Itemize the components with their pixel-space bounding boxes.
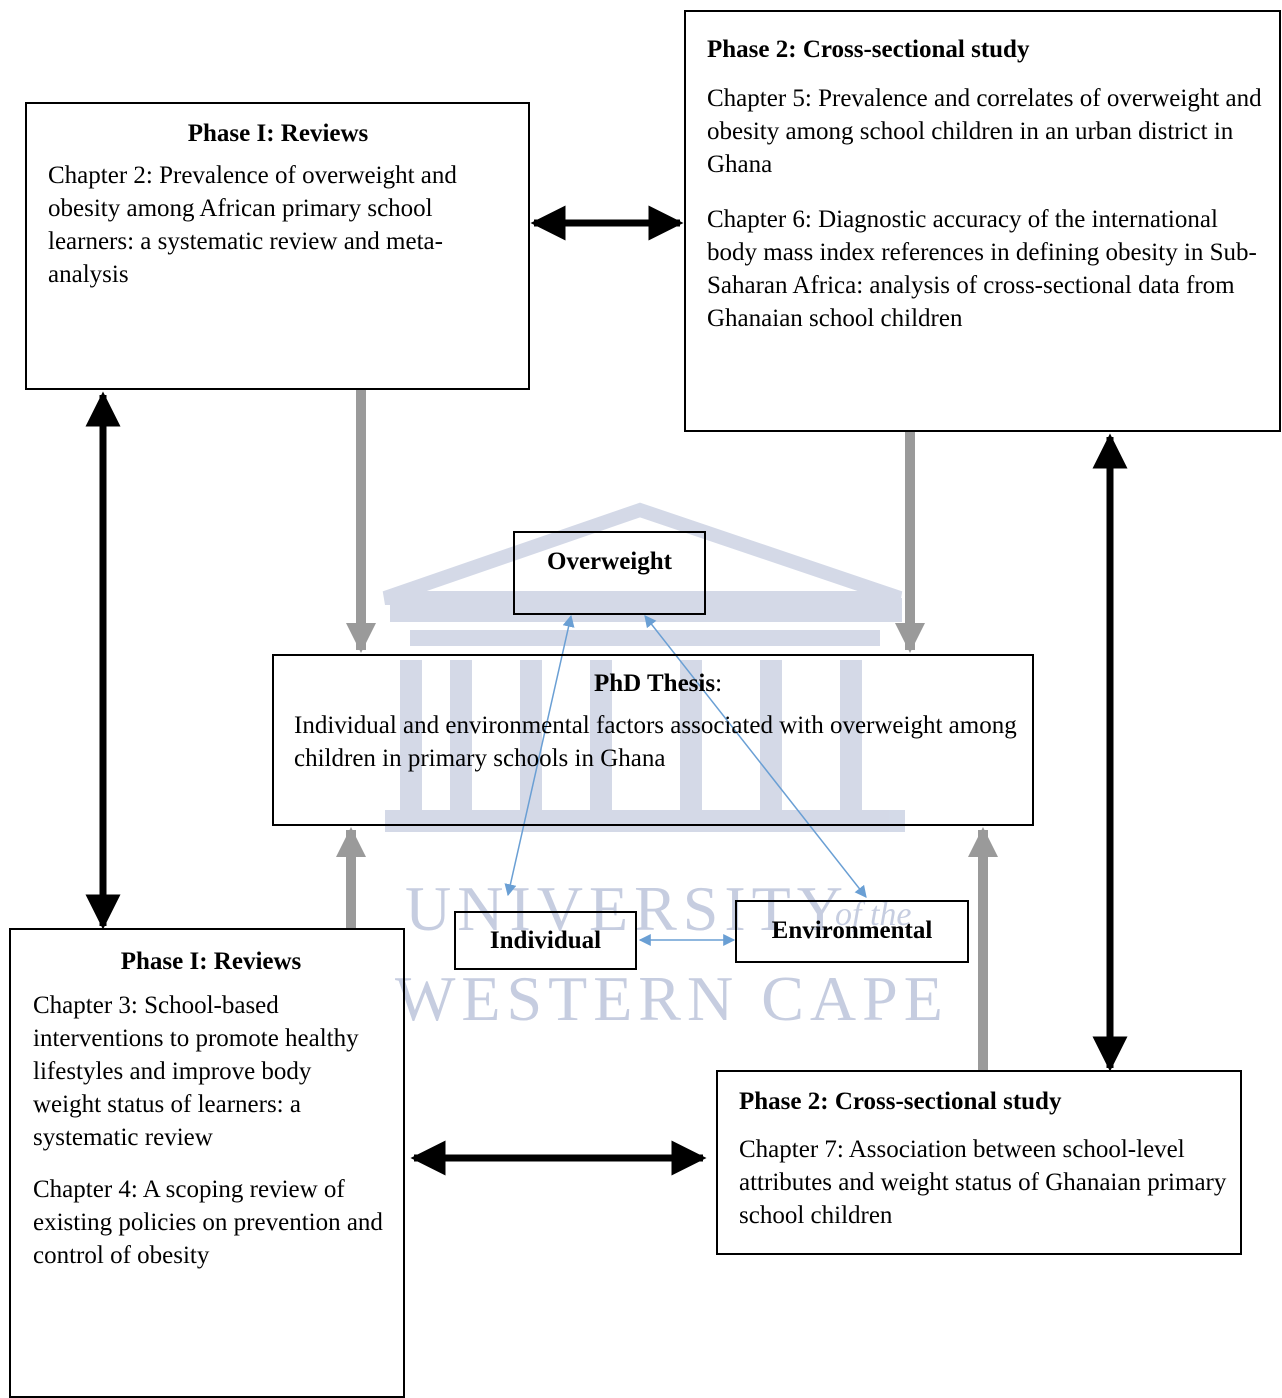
phase1-bottom-title: Phase I: Reviews (120, 948, 302, 975)
thesis-description: Individual and environmental factors ass… (294, 712, 1017, 773)
thesis-title-colon: : (715, 670, 723, 697)
overweight-box: Overweight (513, 531, 706, 615)
watermark-of-the: of the (835, 896, 911, 933)
phase2-bottom-title: Phase 2: Cross-sectional study (739, 1088, 1062, 1115)
watermark-western-cape: WESTERN CAPE (395, 963, 949, 1034)
environmental-box: Environmental (735, 900, 969, 963)
phase2-top-box: Phase 2: Cross-sectional study Chapter 5… (684, 10, 1281, 432)
chapter4-text: Chapter 4: A scoping review of existing … (33, 1176, 383, 1270)
chapter2-text: Chapter 2: Prevalence of overweight and … (48, 162, 457, 289)
phase1-bottom-box: Phase I: Reviews Chapter 3: School-based… (9, 928, 405, 1398)
chapter3-text: Chapter 3: School-based interventions to… (33, 992, 359, 1152)
chapter5-text: Chapter 5: Prevalence and correlates of … (707, 85, 1262, 179)
thesis-heading: PhD Thesis: (294, 668, 1022, 699)
individual-label: Individual (489, 927, 602, 954)
phase1-top-box: Phase I: Reviews Chapter 2: Prevalence o… (25, 102, 530, 390)
thesis-title: PhD Thesis (593, 670, 716, 697)
individual-box: Individual (454, 911, 637, 970)
chapter7-text: Chapter 7: Association between school-le… (739, 1136, 1227, 1230)
thesis-box: PhD Thesis: Individual and environmental… (272, 654, 1034, 826)
overweight-label: Overweight (547, 548, 672, 575)
environmental-label: Environmental (771, 917, 933, 944)
chapter6-text: Chapter 6: Diagnostic accuracy of the in… (707, 206, 1257, 333)
phase2-bottom-box: Phase 2: Cross-sectional study Chapter 7… (716, 1070, 1242, 1255)
phase1-top-title: Phase I: Reviews (187, 120, 369, 147)
arrow-blue-overweight-individual (504, 614, 575, 897)
arrow-blue-overweight-environmental (644, 615, 867, 898)
phase2-top-title: Phase 2: Cross-sectional study (707, 36, 1030, 63)
